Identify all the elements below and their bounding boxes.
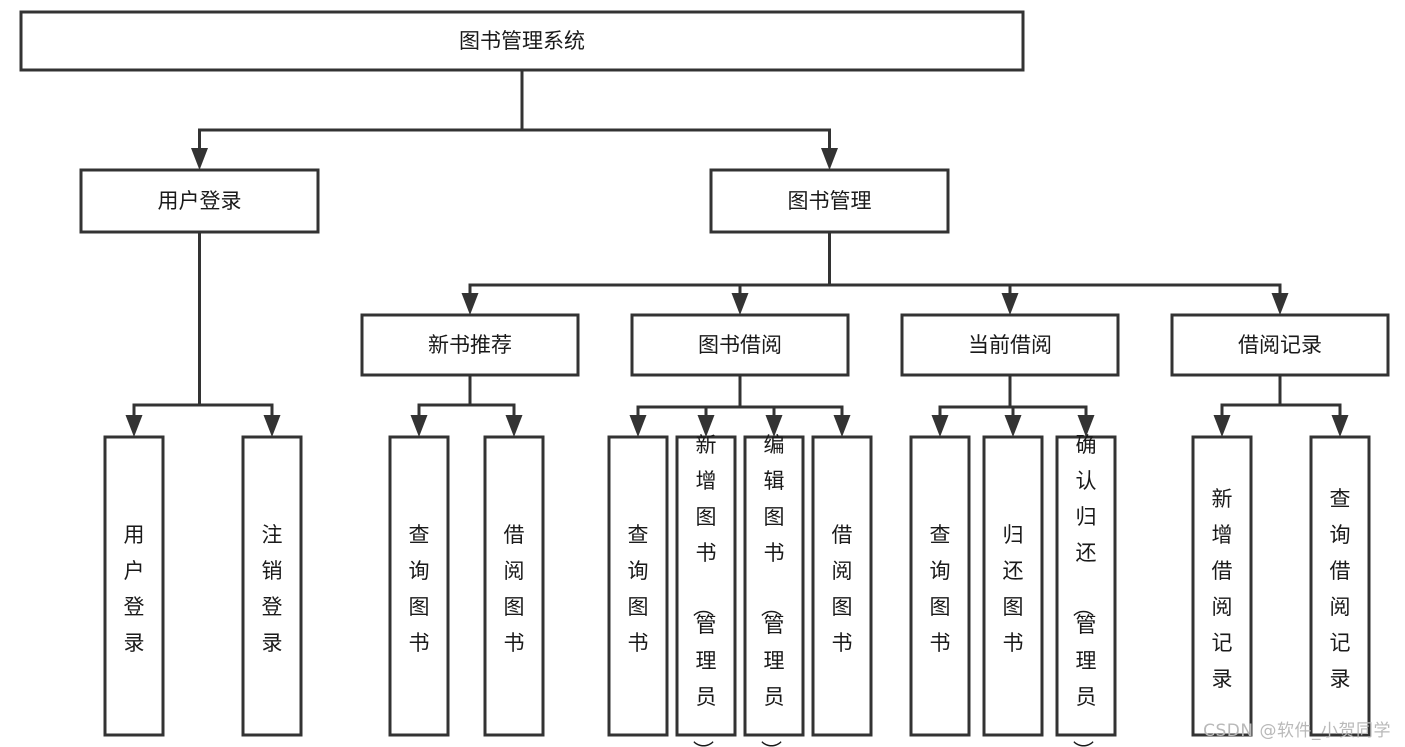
node-new-book-rec[interactable]: 新书推荐 <box>360 313 580 377</box>
node-label: 新增借阅记录 <box>1212 487 1233 691</box>
node-box <box>1309 435 1371 737</box>
node-leaf-query-book-3[interactable]: 查询图书 <box>909 435 971 737</box>
node-box <box>743 435 805 737</box>
node-label: 图书管理 <box>788 189 872 213</box>
node-label: 归还图书 <box>1003 523 1024 655</box>
arrow-head-icon <box>263 415 281 437</box>
node-label: 注销登录 <box>262 523 283 655</box>
node-label: 新增图书（管理员） <box>691 433 717 747</box>
connector-layer <box>125 68 1349 437</box>
node-box <box>1055 435 1117 737</box>
node-box <box>675 435 737 737</box>
node-label: 借阅图书 <box>504 523 525 655</box>
arrow-head-icon <box>125 415 143 437</box>
node-label: 用户登录 <box>124 523 145 655</box>
arrow-head-icon <box>191 148 208 170</box>
node-label: 新书推荐 <box>428 333 512 357</box>
node-leaf-add-record[interactable]: 新增借阅记录 <box>1191 435 1253 737</box>
arrow-head-icon <box>629 415 647 437</box>
node-label: 查询图书 <box>930 523 951 655</box>
node-box <box>982 435 1044 737</box>
arrow-head-icon <box>1213 415 1231 437</box>
node-label: 查询借阅记录 <box>1330 487 1351 691</box>
node-box <box>388 435 450 737</box>
node-leaf-confirm-return[interactable]: 确认归还（管理员） <box>1055 433 1117 747</box>
arrow-head-icon <box>833 415 851 437</box>
node-label: 编辑图书（管理员） <box>759 433 785 747</box>
node-leaf-query-record[interactable]: 查询借阅记录 <box>1309 435 1371 737</box>
arrow-head-icon <box>1001 293 1019 315</box>
node-box <box>360 313 580 377</box>
arrow-head-icon <box>731 293 749 315</box>
arrow-head-icon <box>1004 415 1022 437</box>
node-box <box>811 435 873 737</box>
arrow-head-icon <box>697 415 715 437</box>
node-leaf-borrow-book-2[interactable]: 借阅图书 <box>811 435 873 737</box>
arrow-head-icon <box>1077 415 1095 437</box>
node-user-login[interactable]: 用户登录 <box>79 168 320 234</box>
node-current-borrow[interactable]: 当前借阅 <box>900 313 1120 377</box>
node-box <box>241 435 303 737</box>
arrow-head-icon <box>505 415 523 437</box>
node-box <box>1170 313 1390 377</box>
node-leaf-add-book[interactable]: 新增图书（管理员） <box>675 433 737 747</box>
node-label: 图书借阅 <box>698 333 782 357</box>
arrow-head-icon <box>821 148 838 170</box>
arrow-head-icon <box>410 415 428 437</box>
arrow-head-icon <box>931 415 949 437</box>
node-box <box>607 435 669 737</box>
node-root[interactable]: 图书管理系统 <box>19 10 1025 72</box>
node-label: 借阅图书 <box>832 523 853 655</box>
arrow-head-icon <box>1331 415 1349 437</box>
node-box <box>630 313 850 377</box>
node-box <box>900 313 1120 377</box>
node-box <box>909 435 971 737</box>
node-leaf-borrow-book-1[interactable]: 借阅图书 <box>483 435 545 737</box>
node-label: 查询图书 <box>409 523 430 655</box>
node-box <box>483 435 545 737</box>
node-label: 用户登录 <box>158 189 242 213</box>
node-leaf-query-book-1[interactable]: 查询图书 <box>388 435 450 737</box>
watermark-text: CSDN @软件_小贺同学 <box>1203 721 1391 741</box>
node-book-borrow[interactable]: 图书借阅 <box>630 313 850 377</box>
node-box <box>709 168 950 234</box>
node-box <box>79 168 320 234</box>
node-box <box>19 10 1025 72</box>
node-leaf-query-book-2[interactable]: 查询图书 <box>607 435 669 737</box>
node-label: 当前借阅 <box>968 333 1052 357</box>
node-leaf-edit-book[interactable]: 编辑图书（管理员） <box>743 433 805 747</box>
node-label: 确认归还（管理员） <box>1071 433 1097 747</box>
node-box <box>103 435 165 737</box>
node-label: 图书管理系统 <box>459 29 585 53</box>
node-layer: 图书管理系统用户登录图书管理新书推荐图书借阅当前借阅借阅记录用户登录注销登录查询… <box>19 10 1390 747</box>
arrow-head-icon <box>461 293 479 315</box>
arrow-head-icon <box>765 415 783 437</box>
node-leaf-logout[interactable]: 注销登录 <box>241 435 303 737</box>
node-book-manage[interactable]: 图书管理 <box>709 168 950 234</box>
arrow-head-icon <box>1271 293 1289 315</box>
node-box <box>1191 435 1253 737</box>
node-leaf-return-book[interactable]: 归还图书 <box>982 435 1044 737</box>
node-label: 查询图书 <box>628 523 649 655</box>
node-label: 借阅记录 <box>1238 333 1322 357</box>
node-borrow-record[interactable]: 借阅记录 <box>1170 313 1390 377</box>
node-leaf-user-login[interactable]: 用户登录 <box>103 435 165 737</box>
